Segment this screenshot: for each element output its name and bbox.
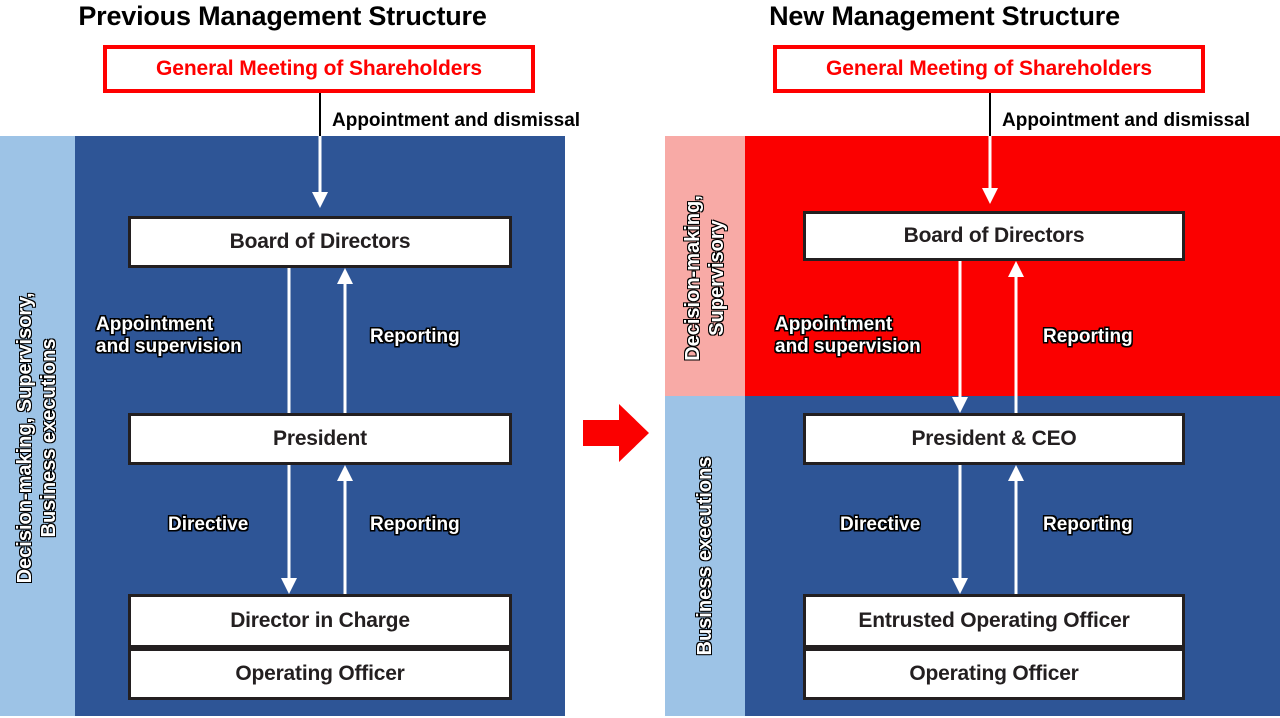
previous-reporting-upper-arrow <box>337 268 353 440</box>
previous-shareholders-to-board-arrow <box>312 136 328 208</box>
previous-director-in-charge-box: Director in Charge <box>128 594 512 648</box>
new-reporting-lower-arrow <box>1008 465 1024 594</box>
previous-sidebar-label: Decision-making, Supervisory, Business e… <box>14 292 61 584</box>
new-shareholders-to-board-arrow <box>982 136 998 204</box>
previous-appointment-supervision-label: Appointment and supervision <box>96 314 242 357</box>
new-reporting-upper-label: Reporting <box>1043 326 1133 347</box>
new-appointment-supervision-arrow <box>952 261 968 413</box>
new-reporting-upper-arrow <box>1008 261 1024 413</box>
new-structure-panel: New Management Structure General Meeting… <box>665 0 1280 716</box>
previous-sidebar-band <box>0 136 75 716</box>
new-entrusted-operating-officer-box: Entrusted Operating Officer <box>803 594 1185 648</box>
previous-directive-arrow <box>281 465 297 594</box>
new-president-ceo-box: President & CEO <box>803 413 1185 465</box>
new-directive-label: Directive <box>840 514 921 535</box>
new-field: Decision-making, Supervisory Business ex… <box>665 136 1280 716</box>
new-operating-officer-box: Operating Officer <box>803 648 1185 700</box>
previous-reporting-upper-label: Reporting <box>370 326 460 347</box>
previous-reporting-lower-label: Reporting <box>370 514 460 535</box>
new-appointment-stem <box>989 93 991 136</box>
previous-operating-officer-box: Operating Officer <box>128 648 512 700</box>
previous-panel-title: Previous Management Structure <box>78 1 487 31</box>
new-appointment-dismissal-label: Appointment and dismissal <box>1002 110 1251 131</box>
previous-directive-label: Directive <box>168 514 249 535</box>
previous-field: Decision-making, Supervisory, Business e… <box>0 136 565 716</box>
previous-board-of-directors-box: Board of Directors <box>128 216 512 268</box>
new-appointment-supervision-label: Appointment and supervision <box>775 314 921 357</box>
new-panel-title: New Management Structure <box>769 1 1120 31</box>
new-sidebar-execution-label: Business executions <box>694 456 717 656</box>
new-sidebar-execution-band <box>665 396 745 716</box>
new-board-of-directors-box: Board of Directors <box>803 211 1185 261</box>
previous-appointment-dismissal-label: Appointment and dismissal <box>332 110 581 131</box>
new-reporting-lower-label: Reporting <box>1043 514 1133 535</box>
new-sidebar-decision-band <box>665 136 745 396</box>
right-arrow-icon <box>583 404 649 462</box>
new-general-meeting-box: General Meeting of Shareholders <box>773 45 1205 93</box>
previous-appointment-stem <box>319 93 321 136</box>
previous-structure-panel: Previous Management Structure General Me… <box>0 0 580 716</box>
previous-president-box: President <box>128 413 512 465</box>
previous-general-meeting-box: General Meeting of Shareholders <box>103 45 535 93</box>
previous-reporting-lower-arrow <box>337 465 353 594</box>
new-sidebar-decision-label: Decision-making, Supervisory <box>682 195 729 361</box>
new-directive-arrow <box>952 465 968 594</box>
